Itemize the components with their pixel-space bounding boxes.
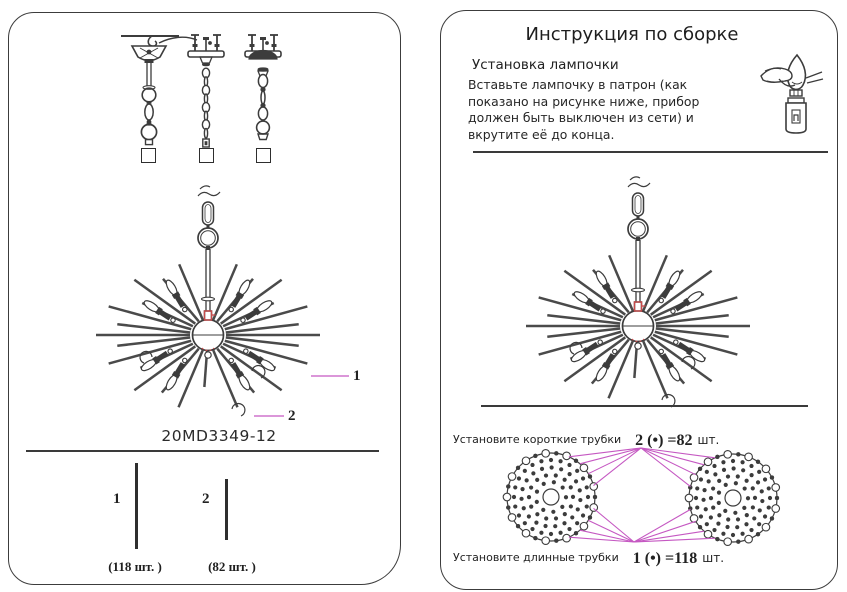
section-heading: Установка лампочки (472, 57, 619, 73)
mount-options-drawing (121, 34, 282, 148)
callout-long-tube: 1 (353, 368, 361, 384)
bulb-socket (573, 291, 606, 314)
page-assembly-overview: 1 2 20MD3349-12 1 2 (118 шт. ) (82 шт. ) (8, 12, 401, 585)
bulb-socket (673, 339, 706, 363)
bulb-socket (243, 348, 276, 372)
step-short-tubes-unit: шт. (697, 433, 720, 447)
instruction-line: должен быть выключен из сети) и (468, 110, 694, 126)
short-tube-part (225, 479, 228, 540)
bulb-socket (658, 270, 681, 304)
bulb-socket (570, 339, 603, 363)
bulb-socket (658, 348, 681, 382)
divider-left (26, 450, 379, 452)
bulb-socket (595, 348, 618, 382)
page-title: Инструкция по сборке (525, 24, 739, 45)
mount-option-checkbox-2[interactable] (199, 148, 214, 163)
bulb-socket (228, 279, 251, 313)
short-tube-label: 2 (202, 491, 210, 507)
tube-hub-front-view (502, 448, 599, 546)
bulb-socket (228, 357, 251, 391)
bulb-socket (670, 291, 703, 314)
tube-hub-back-view (684, 449, 781, 547)
instruction-line: Вставьте лампочку в патрон (как (468, 77, 688, 92)
hand-screwing-bulb-icon (760, 53, 824, 134)
long-tube-part (135, 463, 138, 549)
right-page-drawing (502, 176, 781, 547)
divider-right-top (473, 151, 828, 153)
instruction-line: вкрутите её до конца. (468, 126, 615, 142)
bulb-socket (165, 279, 188, 313)
step-short-tubes-formula: 2 (•) =82 (635, 432, 693, 449)
bulb-socket (165, 357, 188, 391)
left-page-drawing (96, 34, 349, 417)
instruction-line: показано на рисунке ниже, прибор (468, 93, 700, 109)
bulb-socket (240, 300, 273, 323)
step-short-tubes-text: Установите короткие трубки (453, 433, 622, 446)
model-number: 20MD3349-12 (161, 427, 277, 445)
short-tube-qty: (82 шт. ) (208, 559, 256, 574)
long-tube-qty: (118 шт. ) (108, 559, 162, 574)
bulb-socket (143, 300, 176, 323)
callout-short-tube: 2 (288, 408, 296, 424)
step-long-tubes-formula: 1 (•) =118 (632, 550, 698, 567)
step-long-tubes-text: Установите длинные трубки (453, 551, 619, 564)
step-long-tubes: Установите длинные трубки 1 (•) =118 шт. (453, 548, 724, 568)
bulb-socket (595, 270, 618, 304)
mount-option-checkbox-1[interactable] (141, 148, 156, 163)
step-short-tubes: Установите короткие трубки 2 (•) =82 шт. (453, 430, 719, 450)
long-tube-label: 1 (113, 491, 121, 507)
step-long-tubes-unit: шт. (702, 551, 725, 565)
instruction-paragraph: Вставьте лампочку в патрон (как показано… (468, 77, 699, 143)
divider-right-middle (481, 405, 808, 407)
page-assembly-instructions: Инструкция по сборке Установка лампочки … (440, 10, 838, 590)
sputnik-chandelier (526, 176, 750, 408)
bulb-socket (140, 348, 173, 372)
sputnik-chandelier (96, 185, 320, 417)
mount-option-checkbox-3[interactable] (256, 148, 271, 163)
